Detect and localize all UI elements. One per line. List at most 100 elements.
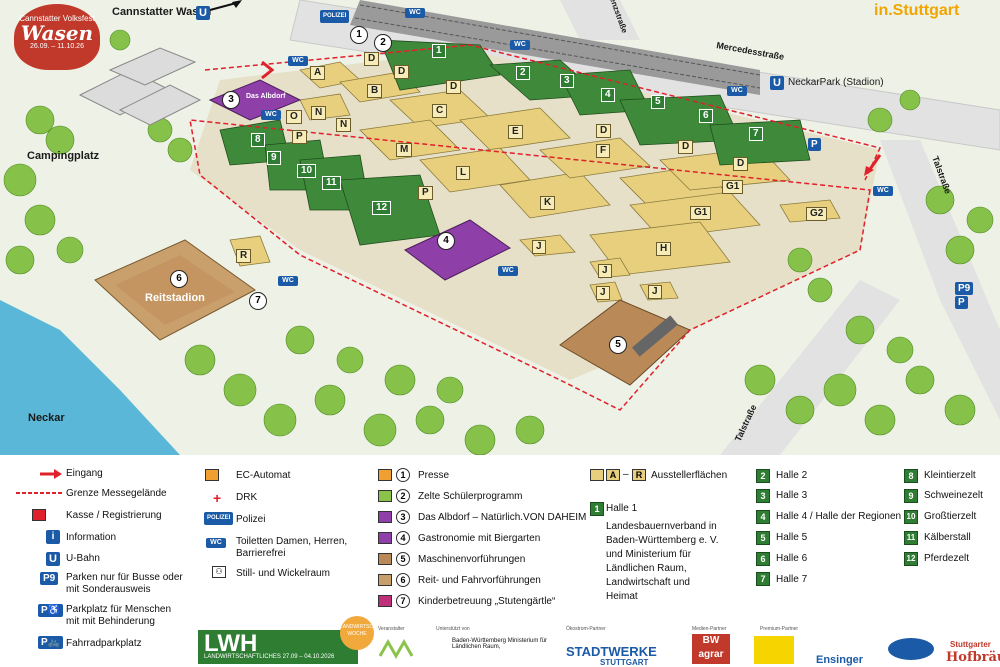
lwh-logo: LWH LANDWIRTSCHAFTLICHES 27.09 – 04.10.2… bbox=[198, 630, 358, 664]
num-2: 2 bbox=[396, 489, 410, 503]
sponsor-hofbraeu: Hofbräu bbox=[946, 650, 1000, 665]
sponsor-stadtwerke: STADTWERKE bbox=[566, 644, 657, 659]
toilet-icon: WC bbox=[498, 266, 518, 276]
num-4: 4 bbox=[396, 531, 410, 545]
hall-12-label: 12 bbox=[372, 201, 392, 215]
p9-icon: P9 bbox=[40, 572, 59, 585]
swatch-zelte bbox=[378, 490, 392, 502]
legend-hall5: Halle 5 bbox=[776, 532, 808, 543]
legend-disabled-parking: Parkplatz für Menschen mit mit Behinderu… bbox=[66, 604, 172, 627]
legend-hall1-line4: und Ministerium für bbox=[606, 549, 692, 560]
swatch-zone bbox=[590, 469, 604, 481]
legend-drk: DRK bbox=[236, 492, 258, 503]
legend-ubahn: U-Bahn bbox=[66, 553, 100, 564]
sponsor-veranstalter: Veranstalter bbox=[378, 626, 405, 632]
toilet-icon: WC bbox=[510, 40, 530, 50]
zone-r: R bbox=[236, 249, 252, 263]
hall-2-label: 2 bbox=[516, 66, 530, 80]
legend-schwein: Schweinezelt bbox=[924, 490, 983, 501]
zone-j: J bbox=[532, 240, 546, 254]
legend-maschinen: Maschinenvorführungen bbox=[418, 554, 526, 565]
legend-hall1-line5: Ländlichen Raum, bbox=[606, 563, 687, 574]
place-reitstadion: Reitstadion bbox=[145, 292, 205, 304]
badge-line1: Cannstatter Volksfest bbox=[19, 14, 95, 23]
zone-o: O bbox=[286, 110, 302, 124]
sponsor-premium: Premium-Partner bbox=[760, 626, 799, 632]
disabled-parking-icon: P bbox=[955, 296, 968, 309]
legend-gastro: Gastronomie mit Biergarten bbox=[418, 533, 541, 544]
zone-n: N bbox=[336, 118, 352, 132]
swatch-maschinen bbox=[378, 553, 392, 565]
hall-6-label: 6 bbox=[699, 109, 713, 123]
disabled-parking-icon: P bbox=[808, 138, 821, 151]
zone-p: P bbox=[292, 130, 307, 144]
legend-entrance: Eingang bbox=[66, 468, 103, 479]
zone-a: A bbox=[310, 66, 326, 80]
legend-grosstier: Großtierzelt bbox=[924, 511, 977, 522]
toilet-icon: WC bbox=[727, 86, 747, 96]
swatch-albdorf bbox=[378, 511, 392, 523]
zone-h: H bbox=[656, 242, 672, 256]
point-4: 4 bbox=[437, 232, 455, 250]
legend-kleintier: Kleintierzelt bbox=[924, 470, 976, 481]
info-icon: i bbox=[46, 530, 60, 544]
legend-hall1-line6: Landwirtschaft und bbox=[606, 577, 690, 588]
sponsor-unterstuetzt: Unterstützt von bbox=[436, 626, 470, 632]
toilet-icon: WC bbox=[261, 110, 281, 120]
sponsor-ensinger: Ensinger bbox=[816, 654, 864, 666]
lwh-subtitle: LANDWIRTSCHAFTLICHES 27.09 – 04.10.2026 bbox=[204, 654, 335, 660]
point-1: 1 bbox=[350, 26, 368, 44]
legend-hall1-line2: Landesbauernverband in bbox=[606, 521, 717, 532]
point-7: 7 bbox=[249, 292, 267, 310]
hall-4-swatch: 4 bbox=[756, 510, 770, 524]
zone-e: E bbox=[508, 125, 523, 139]
legend-aussteller: Ausstellerflächen bbox=[651, 470, 728, 481]
sponsor-e-logo bbox=[754, 636, 794, 664]
legend-kasse: Kasse / Registrierung bbox=[66, 510, 162, 521]
swatch-gastro bbox=[378, 532, 392, 544]
point-6: 6 bbox=[170, 270, 188, 288]
hall-3-label: 3 bbox=[560, 74, 574, 88]
swatch-reit bbox=[378, 574, 392, 586]
sponsor-oval-logo bbox=[888, 638, 934, 660]
hall-6-swatch: 6 bbox=[756, 552, 770, 566]
zone-n: N bbox=[311, 106, 327, 120]
hall-7-swatch: 7 bbox=[756, 572, 770, 586]
hall-5-swatch: 5 bbox=[756, 531, 770, 545]
hall-2-swatch: 2 bbox=[756, 469, 770, 483]
legend-pferde: Pferdezelt bbox=[924, 553, 970, 564]
swatch-presse bbox=[378, 469, 392, 481]
num-1: 1 bbox=[396, 468, 410, 482]
place-albdorf: Das Albdorf bbox=[246, 93, 286, 100]
place-neckarpark: NeckarPark (Stadion) bbox=[788, 77, 884, 88]
hall-4-label: 4 bbox=[601, 88, 615, 102]
toilet-icon: WC bbox=[288, 56, 308, 66]
ubahn-icon: U bbox=[196, 6, 210, 20]
sponsor-stuttgarter: Stuttgarter bbox=[950, 640, 991, 649]
legend-hall4: Halle 4 / Halle der Regionen bbox=[776, 511, 902, 522]
hall-8-swatch: 8 bbox=[904, 469, 918, 483]
num-6: 6 bbox=[396, 573, 410, 587]
sponsor-stadtwerke-2: STUTTGART bbox=[600, 658, 649, 667]
hall-7-label: 7 bbox=[749, 127, 763, 141]
ticket-icon bbox=[32, 509, 46, 521]
zone-dash: – bbox=[623, 469, 629, 480]
zone-d: D bbox=[678, 140, 694, 154]
hall-8-label: 8 bbox=[251, 133, 265, 147]
zone-c: C bbox=[432, 104, 448, 118]
point-5: 5 bbox=[609, 336, 627, 354]
zone-d: D bbox=[446, 80, 462, 94]
legend-kaelber: Kälberstall bbox=[924, 532, 971, 543]
map-canvas bbox=[0, 0, 1000, 455]
point-3: 3 bbox=[222, 91, 240, 109]
legend-hall3: Halle 3 bbox=[776, 490, 808, 501]
police-icon: POLIZEI bbox=[320, 10, 350, 23]
zone-j: J bbox=[598, 264, 612, 278]
toilet-icon: WC bbox=[278, 276, 298, 286]
place-cannstatter-wasen: Cannstatter Wasen bbox=[112, 6, 212, 18]
hall-5-label: 5 bbox=[651, 95, 665, 109]
fairground-map: Cannstatter Volksfest Wasen 26.09. – 11.… bbox=[0, 0, 1000, 455]
point-2: 2 bbox=[374, 34, 392, 52]
halls bbox=[219, 39, 811, 246]
hall-1-label: 1 bbox=[432, 44, 446, 58]
